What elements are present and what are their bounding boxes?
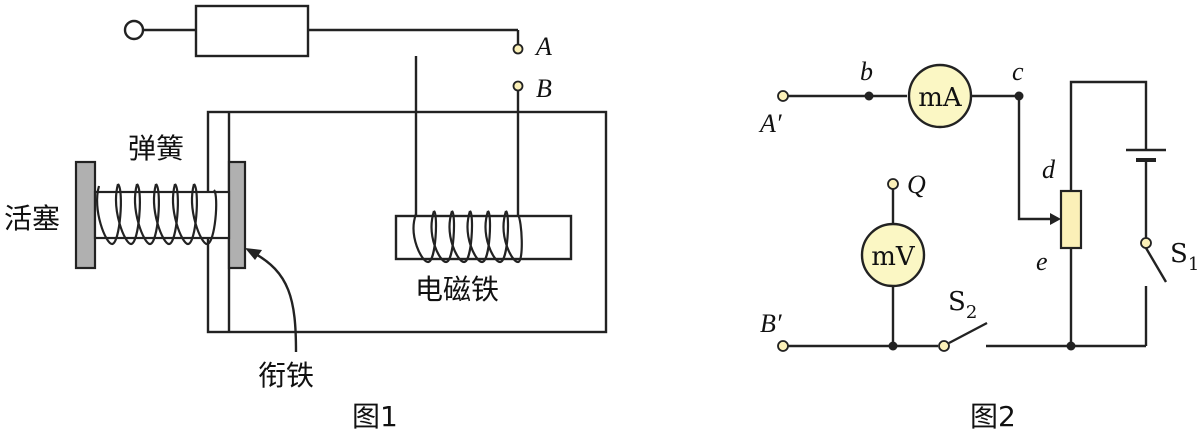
terminal-b-prime [777,340,789,352]
terminal-a-label: A [534,32,552,61]
electromagnet-coil [412,210,523,264]
switch-s2-pivot [938,340,950,352]
terminal-a-dot [512,43,524,55]
node-b [864,91,874,101]
terminal-b-dot [512,80,524,92]
switch-s1-blade [1144,247,1168,283]
armature-pointer-arrow [245,248,262,260]
spring-label: 弹簧 [128,132,184,165]
label-c: c [1012,57,1024,86]
armature [227,160,247,270]
label-q: Q [907,170,926,199]
figure-2: mA b c A′ d e S1 S2 B′ [758,57,1199,433]
millivoltmeter-label: mV [871,242,916,272]
armature-pointer-line [251,250,298,353]
figure-1: A B 电磁铁 弹簧 活塞 [4,4,608,433]
resistor-block [194,4,310,58]
slider-arrow [1050,213,1061,225]
rheostat [1059,189,1083,250]
switch-s1-pivot [1140,237,1152,249]
label-a-prime: A′ [758,109,782,138]
label-s1: S1 [1170,239,1199,275]
milliammeter-label: mA [918,83,963,113]
armature-label: 衔铁 [258,359,314,392]
label-b: b [860,57,873,86]
wire-c-to-slider [1017,96,1054,221]
electromagnet-label: 电磁铁 [415,273,499,306]
terminal-b-label: B [536,74,552,103]
label-d: d [1042,155,1056,184]
wire-rheostat-top-loop [1069,80,1148,191]
label-s2-sub: 2 [966,302,977,323]
label-s1-sub: 1 [1188,254,1199,275]
terminal-circle [123,19,145,41]
label-s2: S2 [948,287,977,323]
electromagnet-core [394,214,573,261]
terminal-q [887,178,899,190]
spring-coil [96,183,218,246]
switch-s2-blade [948,321,988,345]
figure-1-caption: 图1 [352,400,398,433]
label-b-prime: B′ [760,309,782,338]
figure-2-caption: 图2 [970,400,1016,433]
label-e: e [1036,247,1048,276]
piston-label: 活塞 [4,202,60,235]
piston [74,160,97,270]
terminal-a-prime [777,90,789,102]
